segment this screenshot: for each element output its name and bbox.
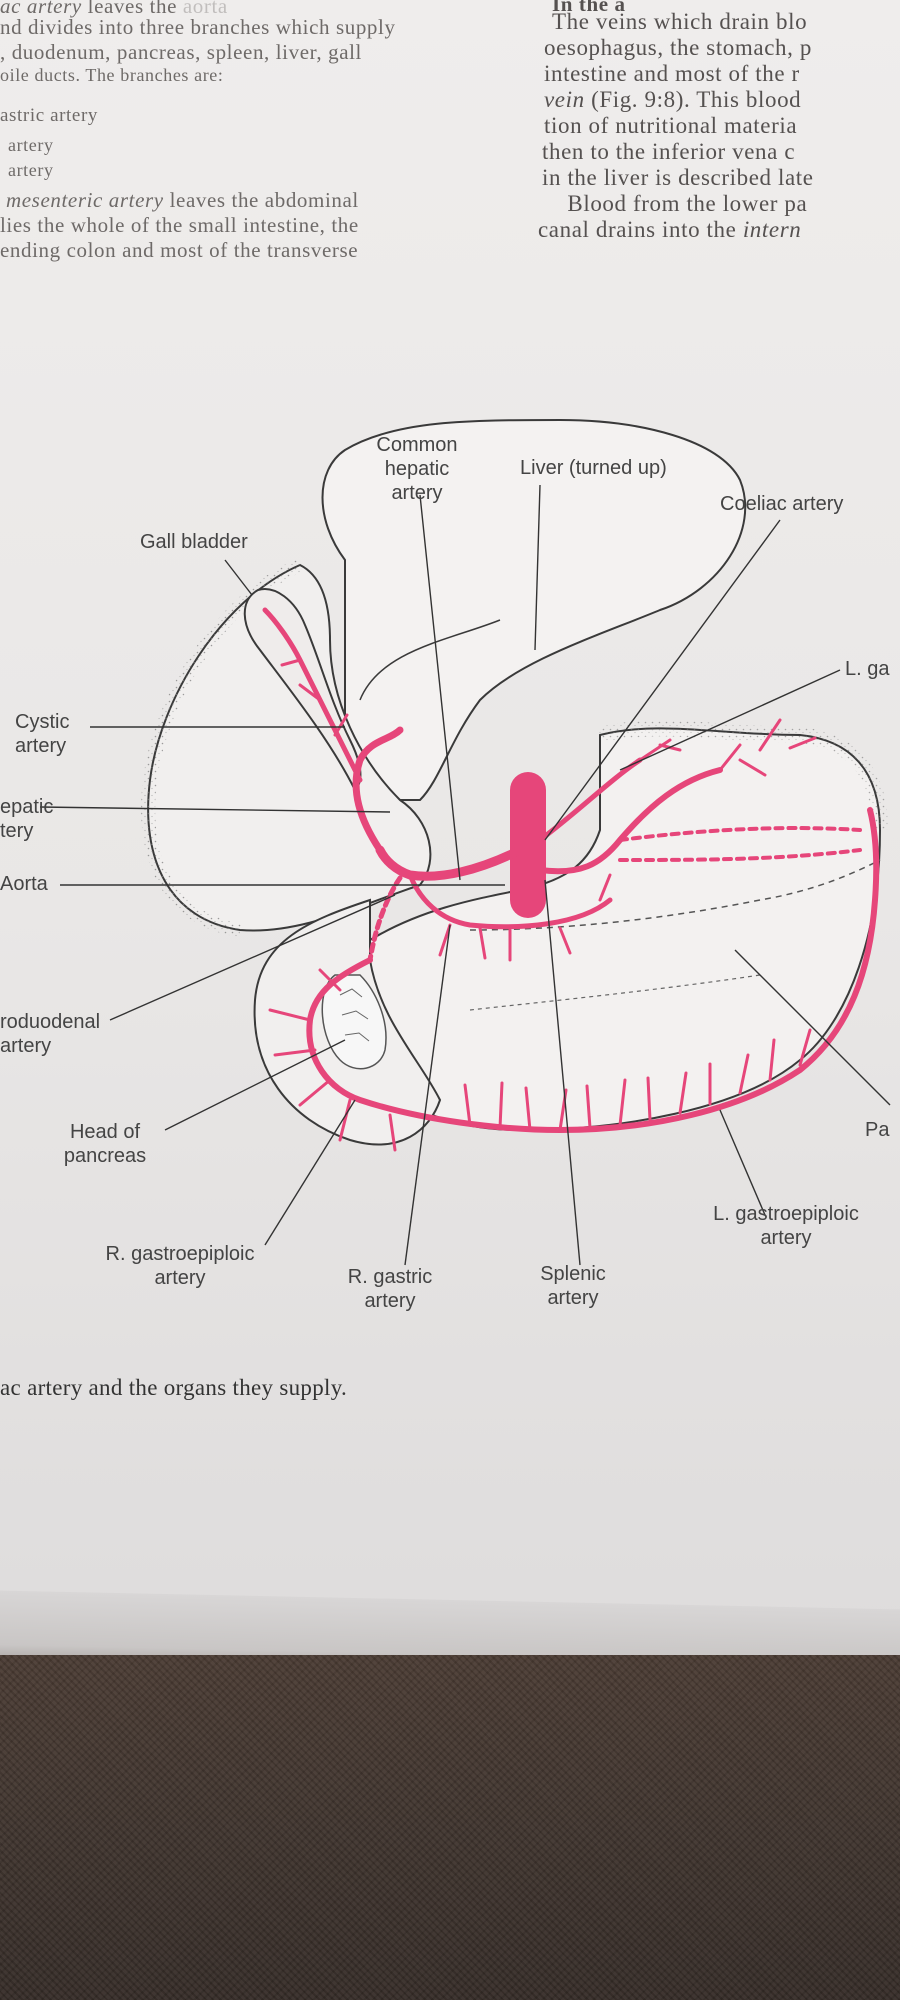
arterial-tree: [262, 607, 880, 1152]
gall-bladder: [243, 588, 362, 792]
label-l-gastroepiploic-artery: L. gastroepiploic artery: [713, 1203, 859, 1249]
pointer-hepatic: [39, 806, 391, 813]
common-hepatic-vessel: [375, 845, 525, 881]
label-coeliac-artery: Coeliac artery: [720, 493, 844, 515]
label-pointers: [39, 484, 891, 1266]
r-gastroepiploic-vessel: [306, 957, 563, 1133]
pointer-r-gastroepiploic: [264, 1099, 356, 1246]
label-common-hepatic-artery: Common hepatic artery: [376, 434, 458, 504]
pancreas-body: [469, 859, 881, 931]
pointer-r-gastric: [404, 924, 451, 1266]
right-line-8: in the liver is described late: [542, 165, 814, 190]
pointer-gall-bladder: [224, 559, 253, 596]
pointer-l-gastric: [619, 669, 841, 771]
label-l-gastric-artery: L. ga: [845, 658, 890, 680]
pointer-head-pancreas: [164, 1039, 346, 1131]
label-pancreas: Pa: [865, 1119, 890, 1141]
pointer-splenic: [544, 879, 581, 1266]
left-line-9: mesenteric artery leaves the abdominal: [6, 188, 359, 212]
left-line-3: , duodenum, pancreas, spleen, liver, gal…: [0, 40, 362, 64]
pointer-liver: [534, 484, 541, 651]
cystic-vessel: [262, 607, 363, 783]
label-hepatic-artery: epatic tery: [0, 796, 54, 842]
hepatic-vessel: [352, 726, 404, 854]
right-line-7: then to the inferior vena c: [542, 139, 796, 164]
right-line-4: intestine and most of the r: [544, 61, 800, 86]
pointer-coeliac: [544, 519, 781, 841]
label-gall-bladder: Gall bladder: [140, 531, 248, 553]
right-line-2: The veins which drain blo: [552, 9, 808, 34]
right-line-10: canal drains into the intern: [538, 217, 802, 242]
l-gastroepiploic-vessel: [557, 807, 880, 1133]
left-line-5: astric artery: [0, 105, 98, 126]
left-line-6: artery: [8, 135, 54, 155]
label-r-gastric-artery: R. gastric artery: [347, 1266, 433, 1312]
right-line-1: In the a: [552, 0, 626, 16]
left-line-11: ending colon and most of the transverse: [0, 238, 359, 262]
left-line-10: lies the whole of the small intestine, t…: [0, 213, 359, 237]
right-line-9: Blood from the lower pa: [542, 191, 808, 216]
liver-outline: [321, 418, 747, 801]
label-head-of-pancreas: Head of pancreas: [63, 1121, 147, 1167]
pancreas-lower-edge: [469, 974, 761, 1011]
left-line-4: oile ducts. The branches are:: [0, 65, 224, 85]
r-gastric-vessel: [407, 872, 613, 930]
label-aorta: Aorta: [0, 873, 48, 895]
label-r-gastroepiploic-artery: R. gastroepiploic artery: [105, 1243, 255, 1289]
right-line-5: vein (Fig. 9:8). This blood: [544, 87, 802, 112]
label-liver: Liver (turned up): [520, 457, 667, 479]
coeliac-artery-figure: [39, 418, 891, 1266]
left-line-7: artery: [8, 160, 54, 180]
label-gastroduodenal-artery: roduodenal artery: [0, 1011, 101, 1057]
pointer-gastroduodenal: [109, 894, 396, 1021]
left-line-2: nd divides into three branches which sup…: [0, 15, 396, 39]
figure-caption: ac artery and the organs they supply.: [0, 1375, 348, 1400]
label-cystic-artery: Cystic artery: [15, 711, 70, 757]
pointer-common-hepatic: [419, 494, 461, 881]
pointer-pancreas: [734, 949, 891, 1106]
right-line-3: oesophagus, the stomach, p: [544, 35, 812, 60]
label-splenic-artery: Splenic artery: [540, 1263, 606, 1309]
pointer-l-gastroepiploic: [719, 1109, 766, 1216]
head-of-pancreas: [321, 974, 387, 1070]
right-line-6: tion of nutritional materia: [544, 113, 798, 138]
left-line-1: ac artery leaves the aorta: [0, 0, 228, 18]
background-carpet: [0, 1655, 900, 2000]
